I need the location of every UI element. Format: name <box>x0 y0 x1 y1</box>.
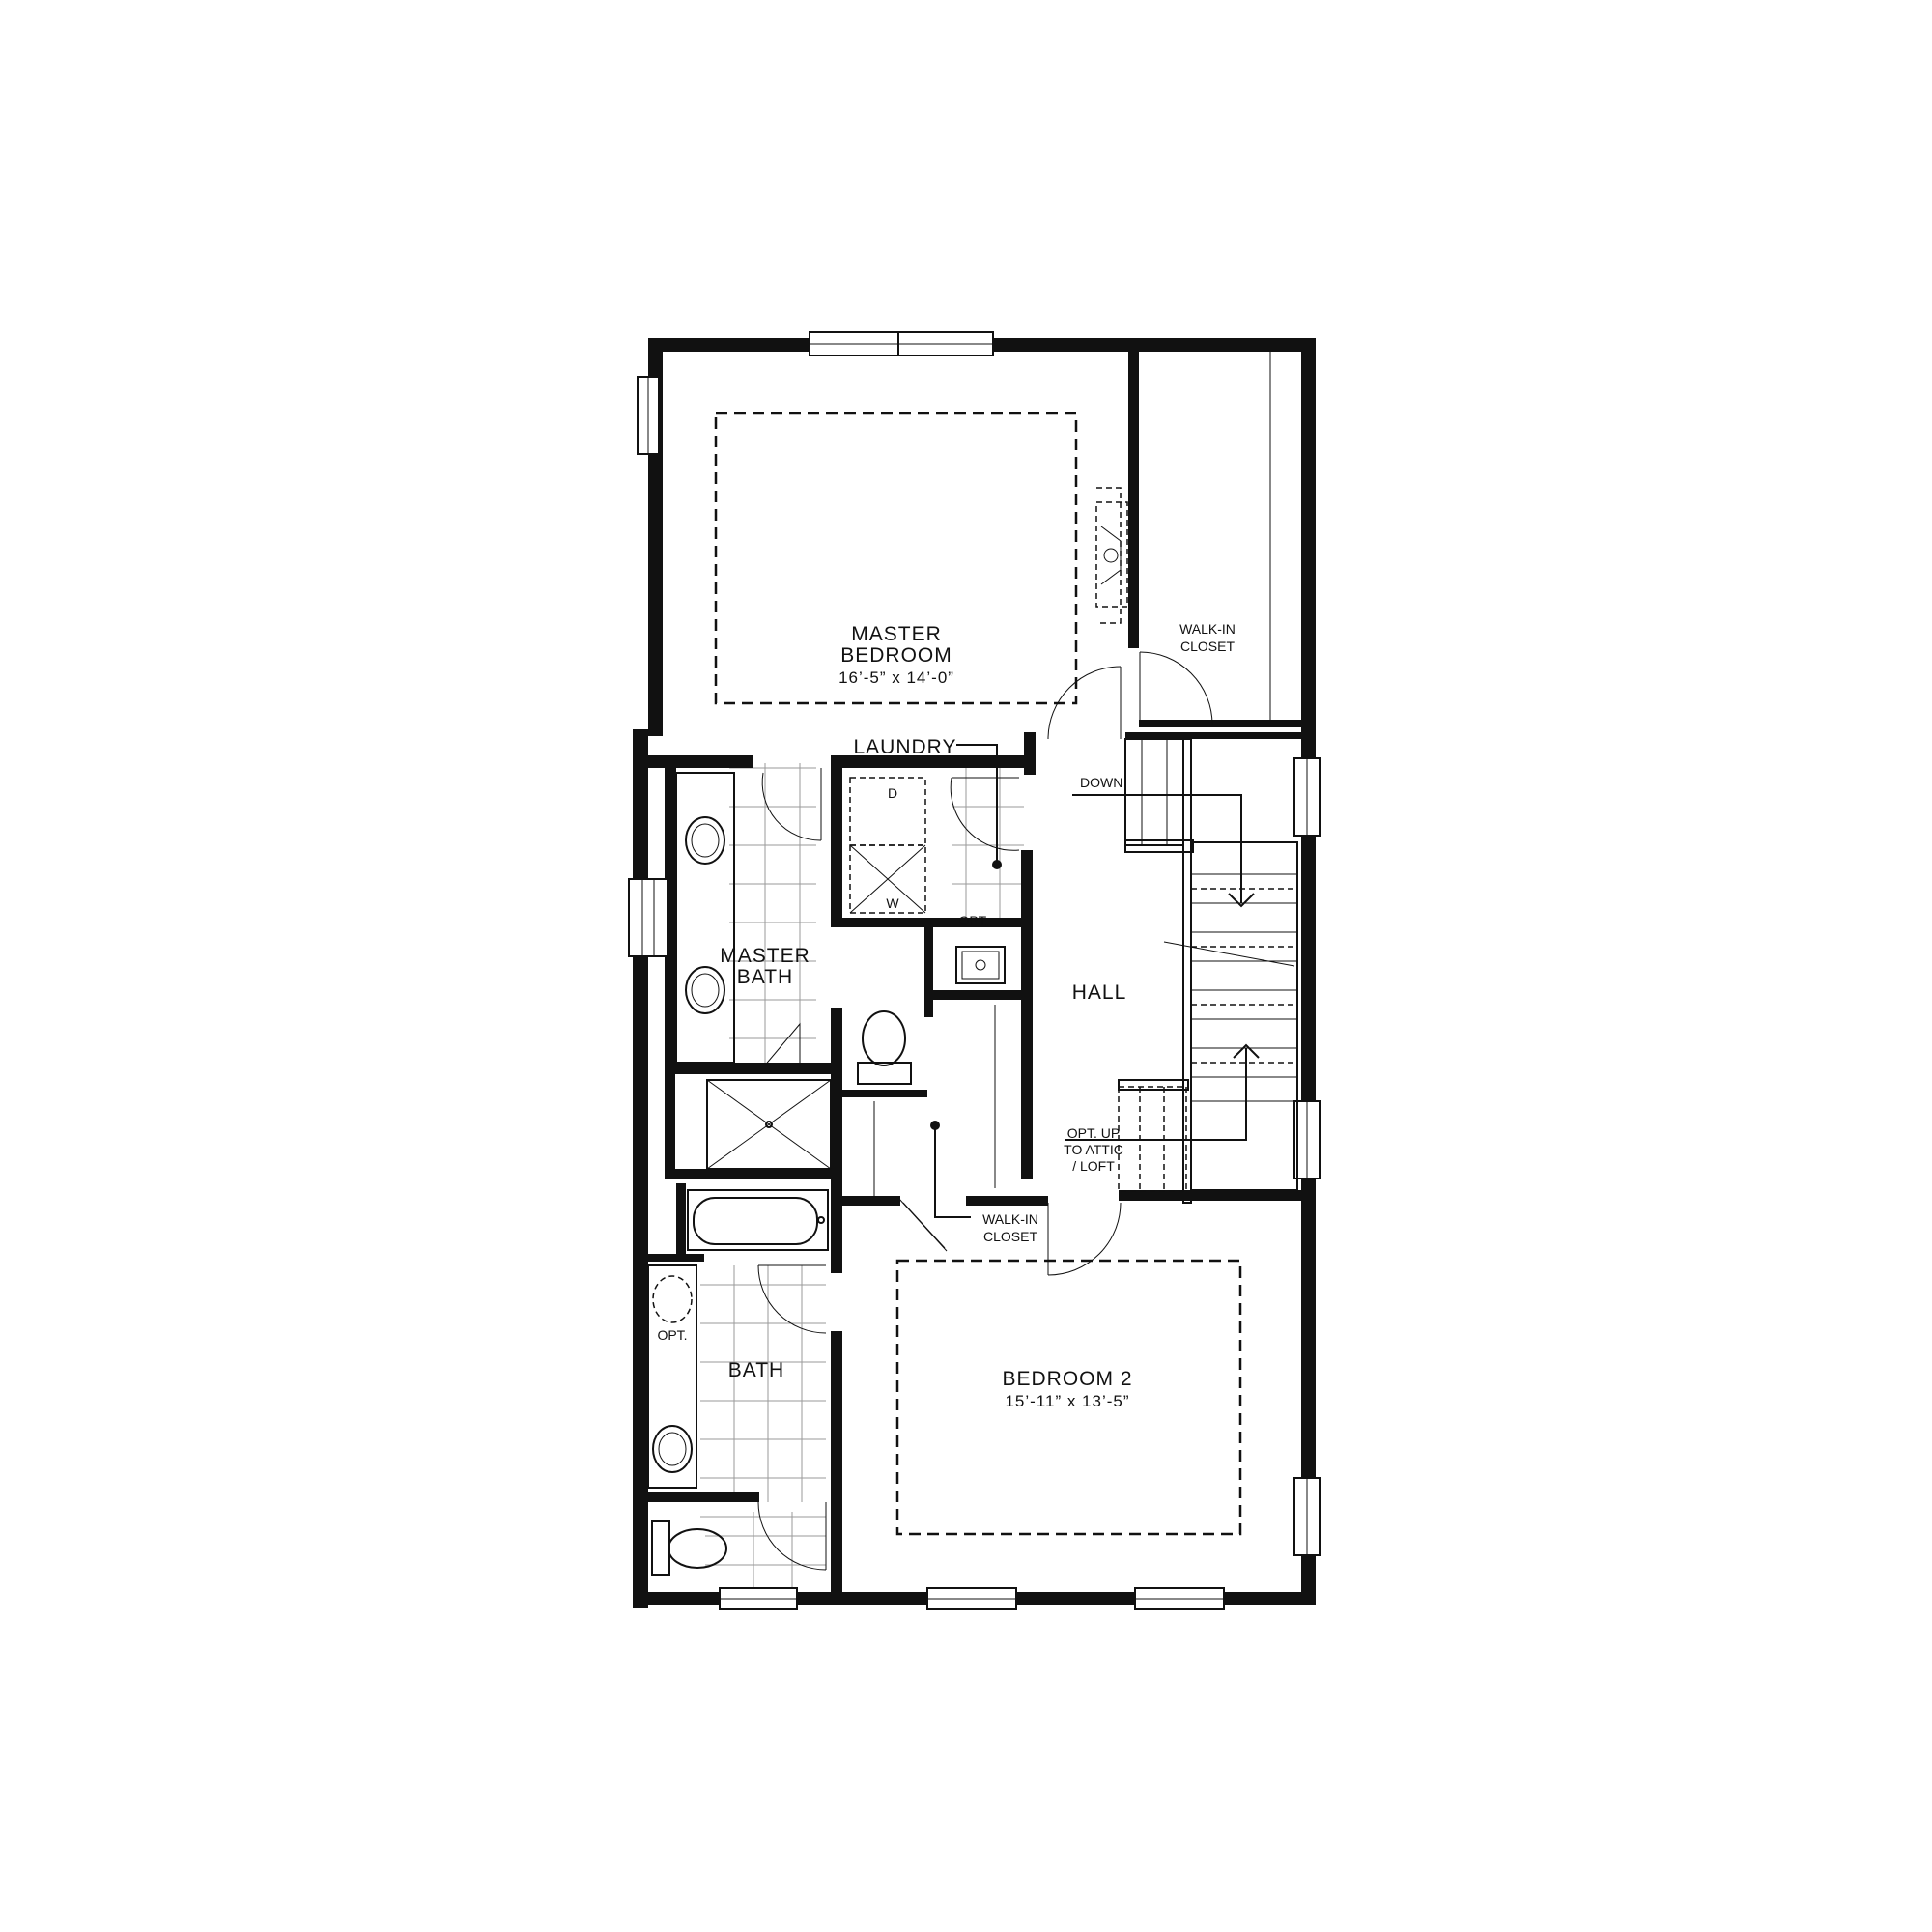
opt-sink-south-wall <box>924 990 1021 1000</box>
master-walkin-label-2: CLOSET <box>1180 639 1235 654</box>
bath-opt-label: OPT. <box>657 1327 687 1343</box>
up-arrow-icon <box>1233 1043 1260 1059</box>
bedroom2-bed-area <box>895 1259 1242 1536</box>
master-bedroom-label-2: BEDROOM <box>840 644 952 667</box>
bedroom2-north-wall-b <box>966 1196 1048 1206</box>
master-bedroom-corner-wall <box>1024 732 1036 775</box>
hall-label: HALL <box>1072 981 1127 1004</box>
master-bedroom-label-1: MASTER <box>851 623 942 645</box>
master-walkin-label-1: WALK-IN <box>1179 621 1236 637</box>
master-toilet-icon <box>862 1010 906 1066</box>
bath-vanity-top-wall <box>646 1254 704 1262</box>
stairs-down-label: DOWN <box>1080 775 1122 790</box>
master-bath-shower-wall-top <box>665 1063 831 1074</box>
bath-sink-icon <box>652 1425 693 1473</box>
bath-toilet-icon <box>668 1528 727 1569</box>
bath-east-wall-lower <box>831 1331 842 1602</box>
laundry-label: LAUNDRY <box>854 736 957 758</box>
bath-opt-sink-icon <box>652 1275 693 1323</box>
master-bath-east-wall <box>831 1008 842 1196</box>
laundry-fixtures <box>849 777 1006 984</box>
windows <box>628 331 1321 1610</box>
bath-east-wall-upper <box>831 1196 842 1273</box>
stairs-up-label-2: TO ATTIC <box>1064 1142 1123 1157</box>
wc-partition-wall <box>924 925 933 1017</box>
stair-upper-run <box>1124 738 1184 846</box>
shower-stall <box>706 1079 832 1170</box>
closet-rods <box>873 352 1271 1196</box>
washer-label: W <box>886 895 899 911</box>
master-sink-2-icon <box>685 966 725 1014</box>
master-bedroom-fixtures <box>1095 487 1128 624</box>
master-toilet-tank <box>857 1062 912 1085</box>
stairs-up-label-3: / LOFT <box>1072 1158 1115 1174</box>
hall-west-wall <box>1021 850 1033 1179</box>
label-leaders <box>930 744 1002 1218</box>
closet-partition-wall <box>1128 352 1139 648</box>
walkin-closet-2-label-2: CLOSET <box>983 1229 1037 1244</box>
door-swings <box>757 651 1213 1571</box>
bedroom2-north-wall-a <box>842 1196 900 1206</box>
bath-label: BATH <box>728 1359 784 1381</box>
bath-tile-floor <box>700 1265 826 1595</box>
stair-treads <box>1190 841 1298 1191</box>
stairs-up-label-1: OPT. UP <box>1067 1125 1120 1141</box>
fireplace-icon <box>1103 548 1119 563</box>
walkin-closet-2-label-1: WALK-IN <box>982 1211 1038 1227</box>
bath-fixtures <box>647 1189 829 1576</box>
up-arrow-leader <box>1065 1048 1247 1141</box>
down-arrow-leader <box>1072 794 1242 903</box>
bedroom2-label: BEDROOM 2 <box>1002 1368 1132 1390</box>
shower-drain-icon <box>765 1121 773 1128</box>
west-exterior-wall-lower <box>633 729 648 1608</box>
master-bath-vanity-wall <box>665 768 676 1072</box>
laundry-tile-floor <box>952 768 1024 927</box>
bathtub-basin <box>693 1197 818 1245</box>
master-bath-fixtures <box>675 772 912 1170</box>
laundry-west-wall <box>831 763 842 927</box>
master-bedroom-south-wall-b <box>831 755 1024 768</box>
master-bath-label-2: BATH <box>737 966 793 988</box>
bedroom2-north-wall-c <box>1119 1190 1301 1201</box>
stair-break-line <box>1163 941 1295 967</box>
master-bath-tile-floor <box>729 763 816 1067</box>
dryer-label: D <box>888 785 897 801</box>
laundry-south-wall <box>831 918 1024 927</box>
walls <box>633 338 1316 1608</box>
master-bedroom-dimensions: 16’-5” x 14’-0” <box>838 668 954 687</box>
master-sink-1-icon <box>685 816 725 865</box>
down-arrow-icon <box>1228 893 1255 908</box>
east-exterior-wall <box>1301 338 1316 1605</box>
bath-vanity-counter <box>647 1264 697 1489</box>
window-master-bath-west <box>628 878 668 957</box>
shower-west-wall <box>665 1063 675 1179</box>
master-bath-label-1: MASTER <box>720 945 810 967</box>
master-bed-area <box>714 412 1078 705</box>
bath-wc-partition-wall <box>648 1492 759 1502</box>
laundry-leader-dot <box>992 860 1002 869</box>
bedroom2-dimensions: 15’-11” x 13’-5” <box>1005 1392 1129 1410</box>
stairs <box>1065 738 1298 1204</box>
tub-west-wall <box>676 1183 686 1261</box>
washer-outline <box>849 844 926 914</box>
bathtub <box>687 1189 829 1251</box>
wc-south-wall <box>840 1090 927 1097</box>
room-labels: MASTER BEDROOM 16’-5” x 14’-0” WALK-IN C… <box>657 621 1235 1410</box>
laundry-opt-label: OPT. <box>958 913 988 928</box>
dryer-outline <box>849 777 926 846</box>
closet-leader-dot <box>930 1121 940 1130</box>
stair-handrail <box>1182 738 1192 1204</box>
closet-south-wall <box>1139 720 1301 727</box>
stair-top-wall <box>1125 732 1301 739</box>
opt-laundry-sink-icon <box>955 946 1006 984</box>
master-bedroom-south-wall-a <box>648 755 753 768</box>
bath-toilet-tank <box>651 1520 670 1576</box>
shower-south-wall <box>665 1169 831 1179</box>
master-vanity-counter <box>675 772 735 1064</box>
